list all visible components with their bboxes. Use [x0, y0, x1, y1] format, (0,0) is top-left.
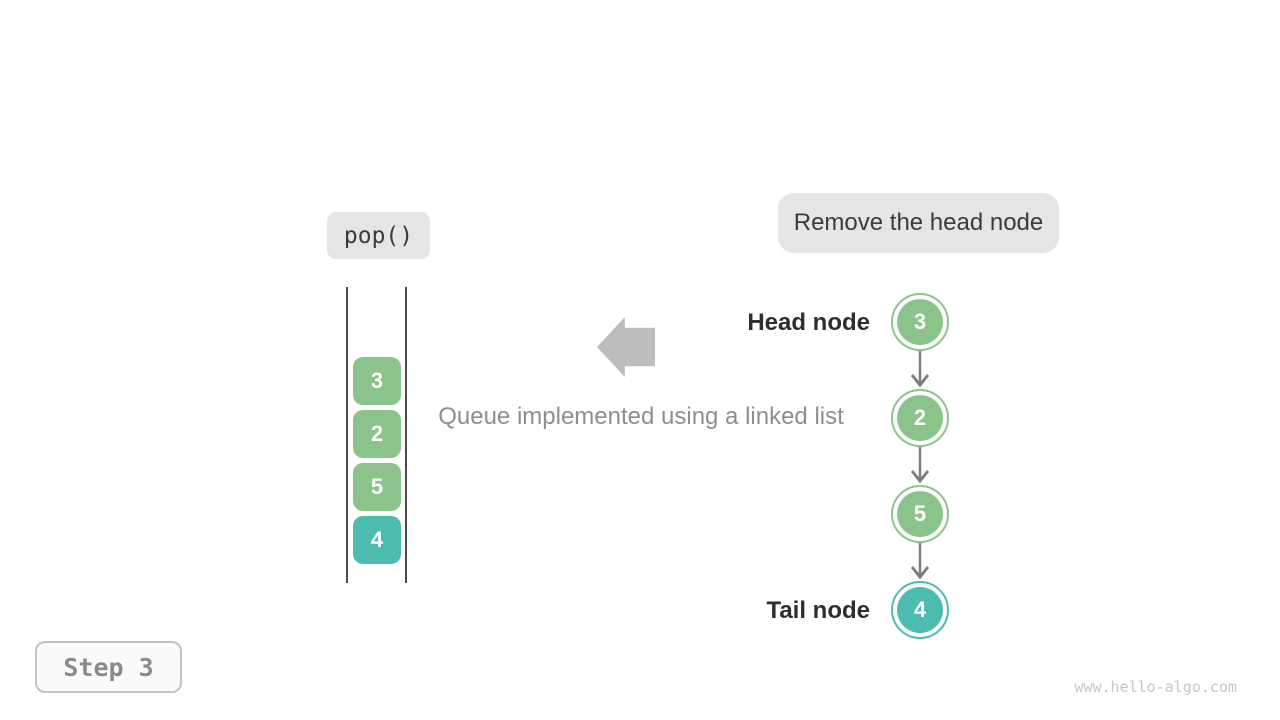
- linked-list-node: 5: [891, 485, 949, 543]
- linked-list-node: 4: [891, 581, 949, 639]
- next-pointer-arrow-icon: [909, 543, 931, 581]
- next-pointer-arrow-icon: [909, 447, 931, 485]
- node-value: 2: [897, 395, 943, 441]
- pop-operation-badge: pop(): [327, 212, 430, 259]
- arrow-head: [910, 374, 930, 388]
- queue-box: 5: [353, 463, 401, 511]
- queue-container: 3 2 5 4: [346, 287, 407, 583]
- node-value: 5: [897, 491, 943, 537]
- node-value: 3: [897, 299, 943, 345]
- linked-list-node: 3: [891, 293, 949, 351]
- caption-text: Queue implemented using a linked list: [438, 403, 844, 430]
- node-value: 4: [897, 587, 943, 633]
- linked-list-node: 2: [891, 389, 949, 447]
- watermark: www.hello-algo.com: [1074, 678, 1237, 696]
- head-node-label: Head node: [747, 309, 870, 336]
- queue-box: 2: [353, 410, 401, 458]
- tail-node-label: Tail node: [766, 597, 870, 624]
- remove-head-annotation-badge: Remove the head node: [778, 193, 1059, 253]
- queue-box: 4: [353, 516, 401, 564]
- arrow-head: [910, 566, 930, 580]
- step-indicator: Step 3: [35, 641, 182, 693]
- arrow-head: [910, 470, 930, 484]
- queue-box: 3: [353, 357, 401, 405]
- next-pointer-arrow-icon: [909, 351, 931, 389]
